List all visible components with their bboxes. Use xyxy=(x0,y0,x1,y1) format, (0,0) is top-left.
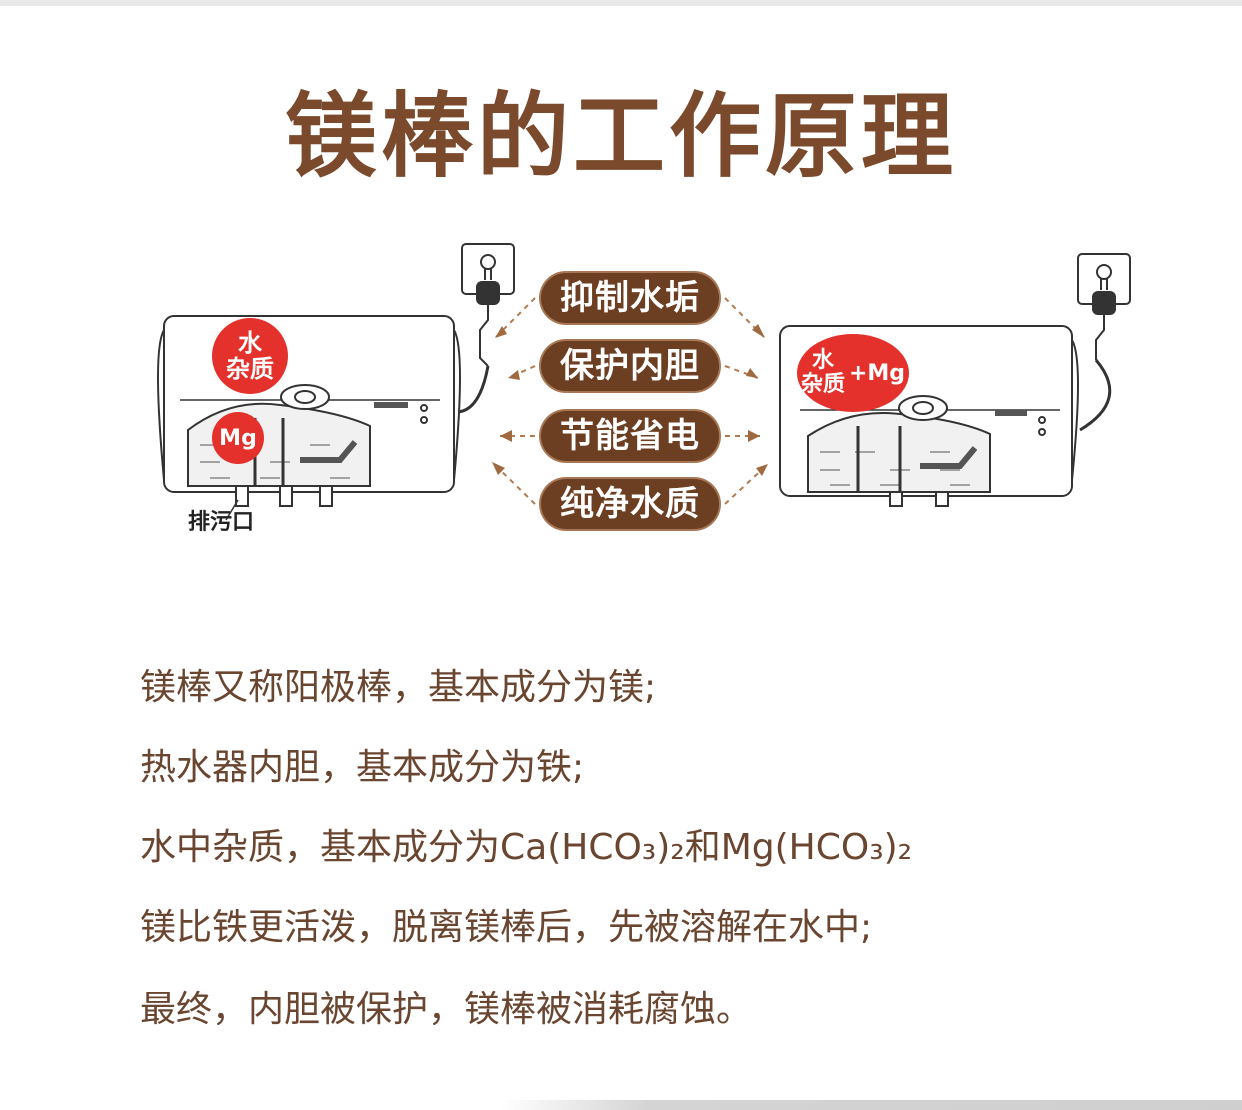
text-line-5: 最终，内胆被保护，镁棒被消耗腐蚀。 xyxy=(140,989,753,1030)
impurity-mg-bubble-right: 水 杂质 +Mg xyxy=(797,334,909,412)
right-bubble-water-label: 水 xyxy=(811,348,834,373)
page-title: 镁棒的工作原理 xyxy=(284,83,957,190)
left-water-heater xyxy=(157,315,461,521)
drain-outlet-label: 排污口 xyxy=(188,510,255,535)
right-power-plug xyxy=(1077,253,1131,432)
bubble-mg-label: Mg xyxy=(219,425,257,451)
bubble-water-label: 水 xyxy=(238,329,262,357)
text-line-1: 镁棒又称阳极棒，基本成分为镁; xyxy=(140,667,657,708)
dashed-arrows xyxy=(491,297,769,505)
text-line-4: 镁比铁更活泼，脱离镁棒后，先被溶解在水中; xyxy=(140,907,873,948)
benefit-pill-energy: 节能省电 xyxy=(541,411,719,461)
bubble-impurity-label: 杂质 xyxy=(226,355,274,383)
impurity-bubble-left: 水 杂质 xyxy=(212,318,288,394)
right-bubble-mg-label: +Mg xyxy=(848,360,906,386)
text-line-2: 热水器内胆，基本成分为铁; xyxy=(140,747,585,788)
benefit-pill-scale: 抑制水垢 xyxy=(541,273,719,323)
text-line-3: 水中杂质，基本成分为Ca(HCO₃)₂和Mg(HCO₃)₂ xyxy=(140,827,913,868)
benefit-pill-protect: 保护内胆 xyxy=(541,341,719,391)
bottom-shadow xyxy=(500,1100,1242,1110)
left-power-plug xyxy=(457,243,515,414)
arrow-heads xyxy=(492,324,768,476)
top-border xyxy=(0,0,1242,6)
working-principle-diagram: 水 杂质 Mg 排污口 水 杂质 +Mg 抑制水垢 保护内胆 节能省电 纯净水质 xyxy=(140,230,1140,550)
benefit-pill-water: 纯净水质 xyxy=(541,479,719,529)
right-bubble-impurity-label: 杂质 xyxy=(800,372,845,397)
magnesium-bubble-left: Mg xyxy=(212,412,264,464)
